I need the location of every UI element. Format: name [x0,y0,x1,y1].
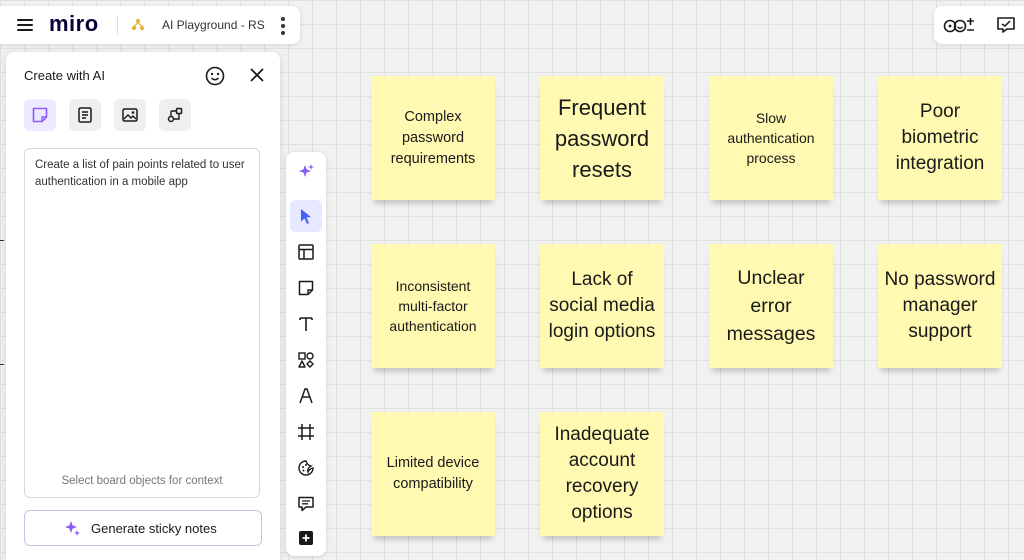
sticky-note-icon [32,107,48,123]
miro-logo: miro [49,11,99,36]
generate-sticky-notes-button[interactable]: Generate sticky notes [24,510,262,546]
tool-sticky-note[interactable] [290,272,322,304]
document-icon [78,107,92,123]
tab-image[interactable] [114,99,146,131]
sticky-note[interactable]: Limited device compatibility [371,412,495,536]
tool-stickers[interactable] [290,452,322,484]
comment-icon [298,496,314,512]
generate-label: Generate sticky notes [91,521,217,536]
create-with-ai-panel: Create with AI Creat [6,52,280,560]
top-right-bar [934,6,1024,44]
tool-frame[interactable] [290,416,322,448]
tab-document[interactable] [69,99,101,131]
sticky-note[interactable]: Complex password requirements [371,76,495,200]
panel-title: Create with AI [24,68,105,83]
board-icon [131,18,145,31]
select-cursor-icon [301,209,311,224]
tab-diagram[interactable] [159,99,191,131]
top-bar: miro AI Playground - RS [0,6,300,44]
offscreen-line [0,364,4,365]
image-icon [122,108,138,122]
main-menu-icon[interactable] [17,16,33,34]
tool-more[interactable] [290,522,322,554]
close-icon[interactable] [248,66,266,84]
tab-sticky-notes[interactable] [24,99,56,131]
tool-templates[interactable] [290,236,322,268]
sticky-note[interactable]: No password manager support [878,244,1002,368]
sticky-note[interactable]: Poor biometric integration [878,76,1002,200]
feedback-icon[interactable] [204,65,226,87]
tool-shapes[interactable] [290,344,322,376]
sticker-icon [298,460,314,476]
sticky-note[interactable]: Unclear error messages [709,244,833,368]
sticky-note-icon [298,280,314,296]
tool-pen[interactable] [290,380,322,412]
sticky-note[interactable]: Frequent password resets [540,76,664,200]
frame-icon [298,424,314,440]
add-icon [299,531,313,545]
reactions-icon[interactable] [943,15,977,35]
creation-toolbar [286,152,326,556]
sparkle-icon [299,164,314,177]
more-options-icon[interactable] [277,14,289,36]
prompt-input[interactable]: Create a list of pain points related to … [24,148,260,498]
sticky-note[interactable]: Inconsistent multi-factor authentication [371,244,495,368]
comments-icon[interactable] [995,15,1017,35]
shapes-icon [298,352,314,368]
offscreen-line [0,240,4,241]
diagram-icon [167,107,183,123]
pen-icon [299,388,313,404]
tool-ai[interactable] [290,156,322,188]
sticky-note[interactable]: Slow authentication process [709,76,833,200]
prompt-text: Create a list of pain points related to … [35,159,245,188]
text-icon [299,317,313,331]
template-icon [298,244,314,260]
tool-text[interactable] [290,308,322,340]
context-hint: Select board objects for context [61,475,223,487]
tool-select[interactable] [290,200,322,232]
sticky-note[interactable]: Lack of social media login options [540,244,664,368]
board-name[interactable]: AI Playground - RS [162,18,265,32]
sticky-note[interactable]: Inadequate account recovery options [540,412,664,536]
sparkle-icon [65,521,80,536]
divider [117,16,118,34]
tool-comment[interactable] [290,488,322,520]
